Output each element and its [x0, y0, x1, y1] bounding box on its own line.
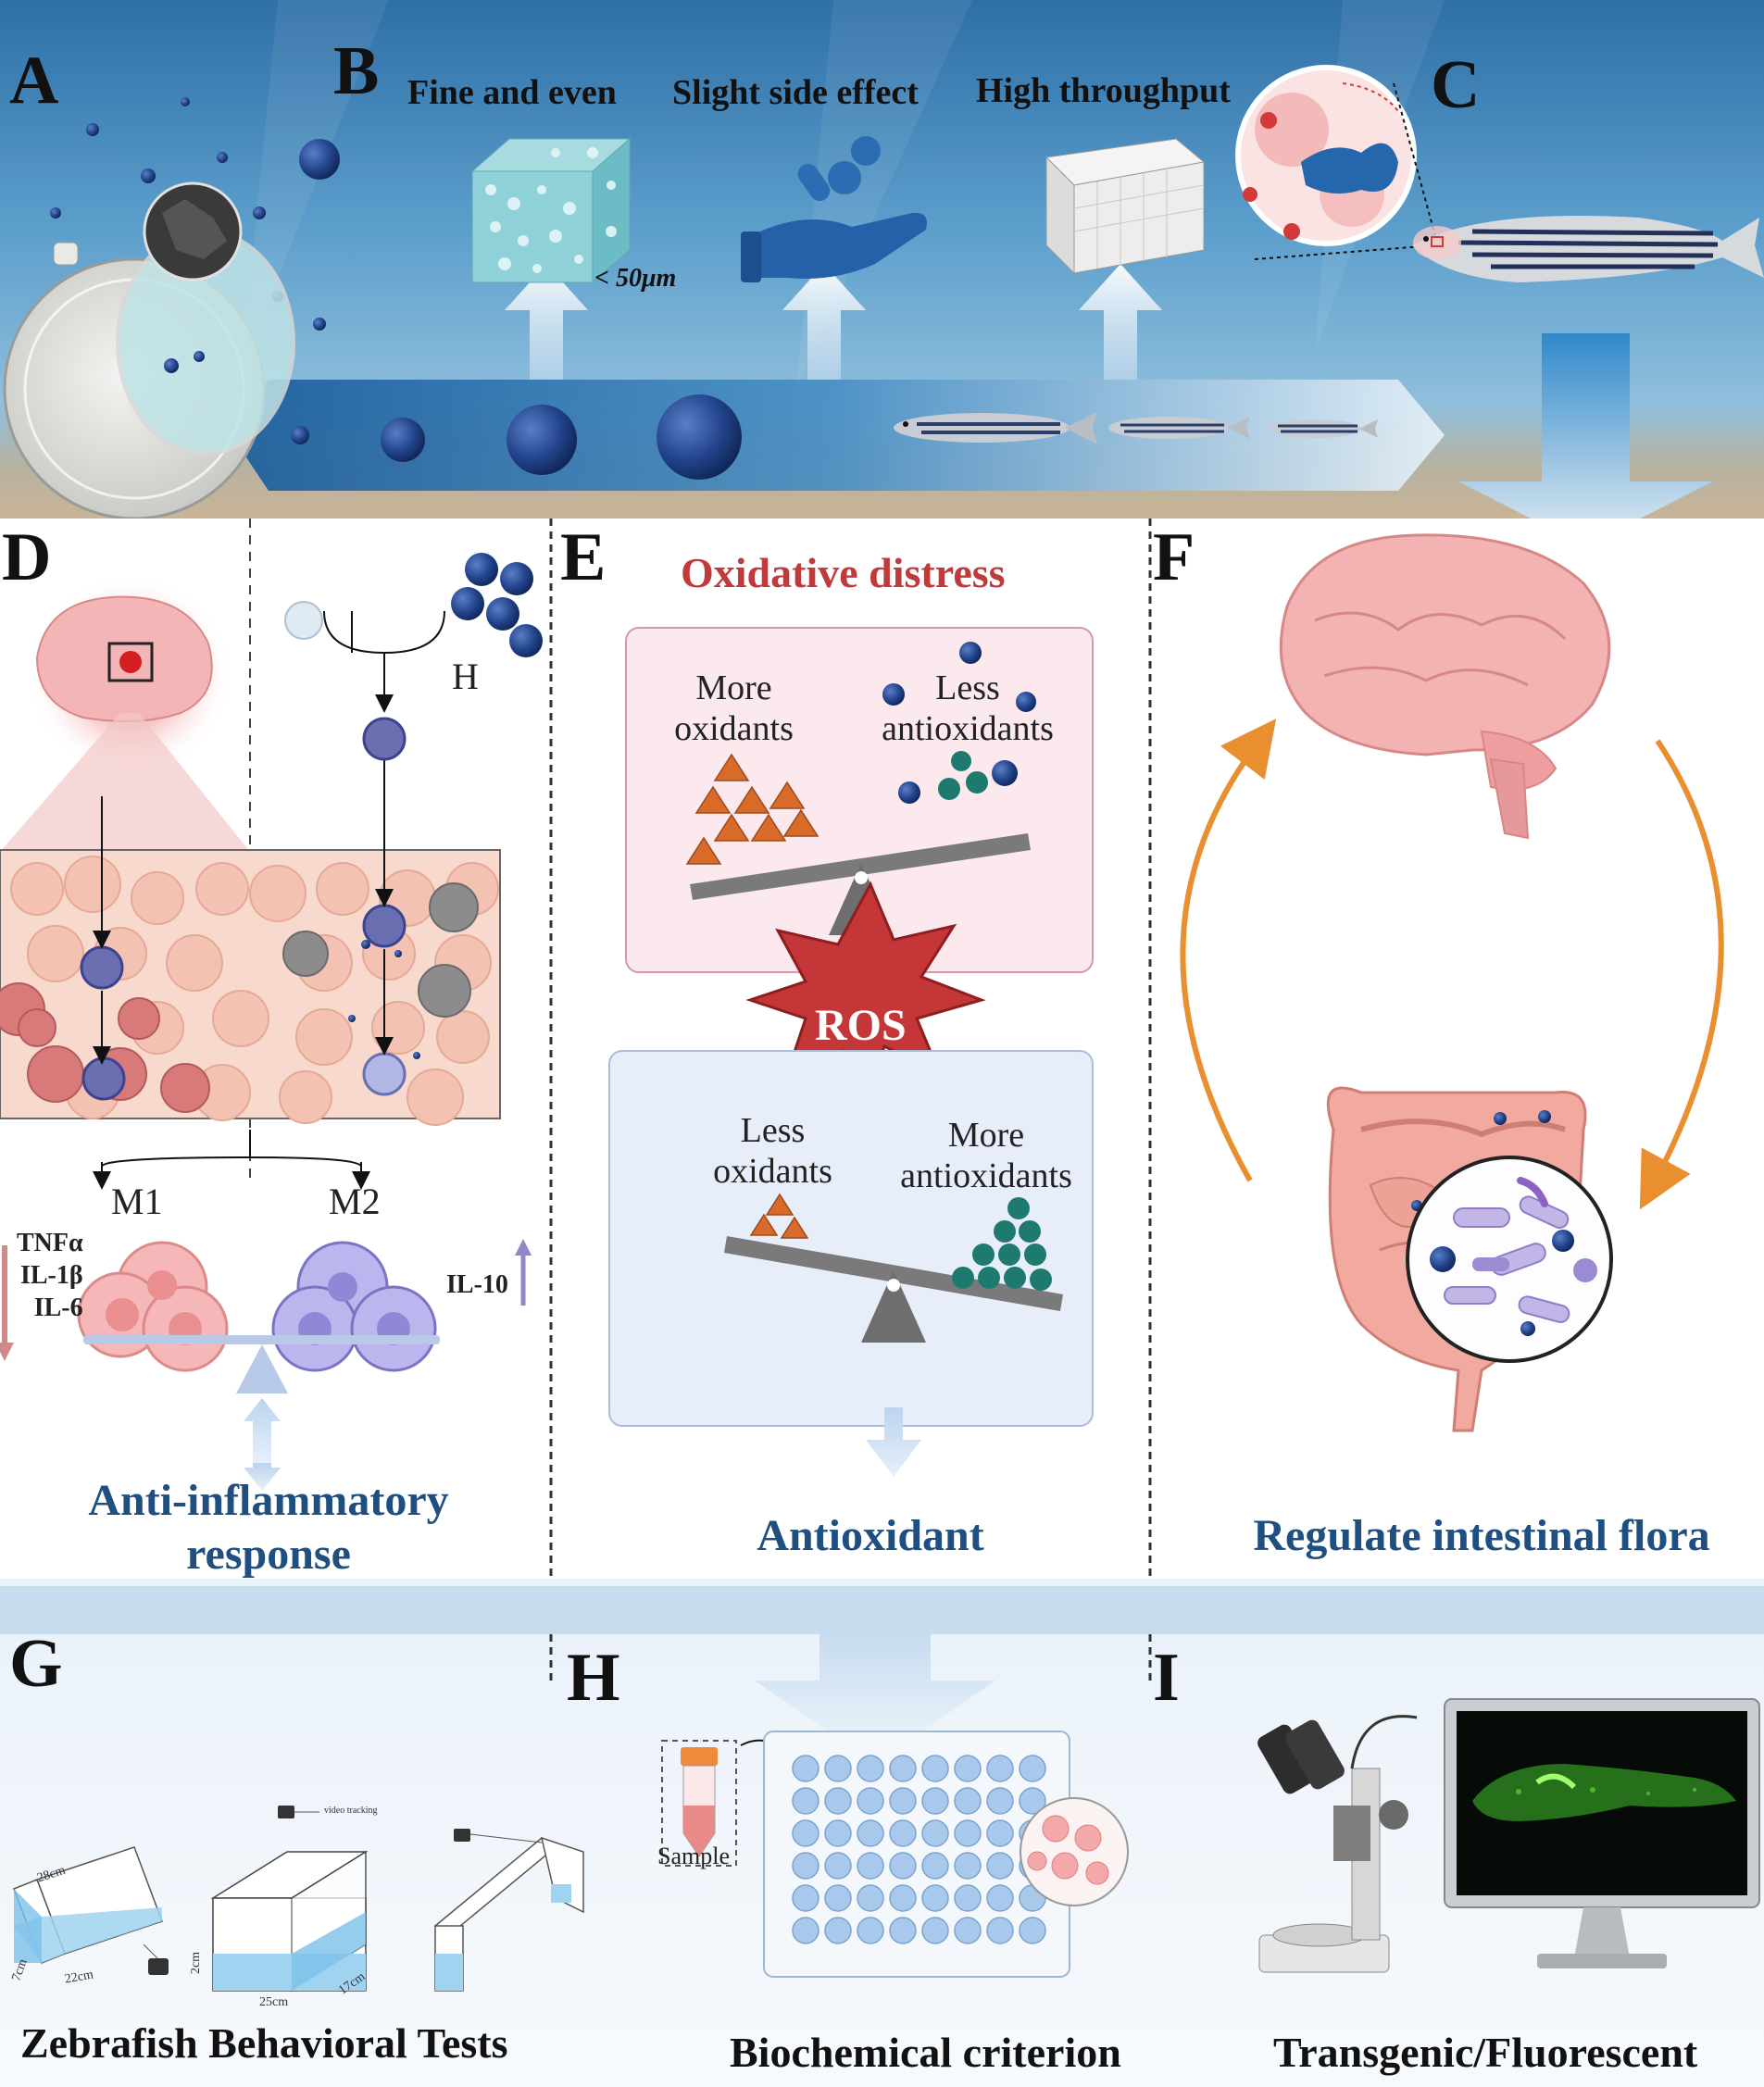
biochemical-criterion-title: Biochemical criterion [730, 2029, 1121, 2076]
top-right-line1: Less [935, 669, 1000, 707]
panel-label-d: D [2, 519, 52, 595]
microscope-icon [1257, 1715, 1418, 1973]
top-right-label: Less antioxidants [857, 669, 1079, 749]
m2-macrophages [271, 1241, 437, 1372]
top-left-line1: More [695, 669, 772, 707]
dim-25cm: 25cm [259, 1995, 289, 2009]
tissue-section [0, 849, 501, 1126]
well-plate-icon [1045, 138, 1206, 275]
bottom-panels [0, 1579, 1764, 2087]
top-left-line2: oxidants [674, 708, 794, 748]
encapsulation-device [3, 181, 295, 519]
panel-label-g: G [9, 1626, 63, 1702]
bottom-left-label: Less oxidants [696, 1111, 849, 1192]
bottom-right-line2: antioxidants [900, 1156, 1072, 1195]
panel-label-b: B [333, 33, 380, 109]
sample-label: Sample [657, 1843, 730, 1869]
cytokine-il1b: IL-1β [19, 1261, 83, 1290]
video-tracking-label: video tracking [324, 1806, 378, 1816]
top-left-label: More oxidants [657, 669, 810, 749]
cytokine-tnfa: TNFα [17, 1229, 83, 1257]
floating-beads [50, 97, 742, 480]
size-note: < 50μm [594, 264, 677, 293]
transgenic-fluorescent-title: Transgenic/Fluorescent [1273, 2029, 1698, 2076]
h-label: H [452, 656, 479, 697]
anti-inflammatory-line1: Anti-inflammatory [88, 1476, 449, 1525]
feature-fine-even: Fine and even [407, 73, 617, 112]
m1-macrophages [77, 1241, 229, 1372]
microsphere-cube-icon [470, 137, 632, 284]
panel-label-f: F [1153, 519, 1195, 595]
bottom-left-line2: oxidants [713, 1151, 832, 1191]
inflamed-brain [0, 574, 250, 852]
antioxidant-title: Antioxidant [757, 1511, 984, 1560]
novel-tank-icon [13, 1846, 169, 1975]
t-maze-icon [433, 1829, 584, 1992]
top-strip [0, 0, 1764, 519]
intestinal-flora-title: Regulate intestinal flora [1253, 1511, 1710, 1560]
oxidative-distress-header: Oxidative distress [681, 549, 1006, 596]
oxidative-box-bottom [608, 1050, 1094, 1427]
panel-label-a: A [9, 43, 59, 119]
brain-illustration [1279, 533, 1611, 840]
ros-label: ROS [815, 1001, 907, 1050]
cytokine-il10: IL-10 [446, 1270, 508, 1299]
feature-slight-side-effect: Slight side effect [672, 73, 919, 112]
anti-inflammatory-title: Anti-inflammatory response [37, 1474, 500, 1581]
hand-pill-icon [741, 136, 927, 282]
bottom-right-line1: More [947, 1116, 1025, 1155]
oxidative-box-top [625, 627, 1094, 973]
adult-zebrafish [1412, 216, 1764, 282]
microbiome-circle [1406, 1156, 1613, 1363]
cytokines-down: TNFα IL-1β IL-6 [17, 1227, 83, 1324]
panel-label-i: I [1153, 1640, 1180, 1716]
cytokine-il6: IL-6 [33, 1293, 83, 1322]
bottom-right-label: More antioxidants [875, 1116, 1097, 1196]
light-dark-tank-icon [210, 1806, 369, 1993]
m2-label: M2 [329, 1181, 381, 1222]
feature-high-throughput: High throughput [976, 71, 1231, 110]
middle-panels [0, 519, 1724, 1583]
dim-2cm: 2cm [189, 1951, 204, 1975]
zebrafish-row [894, 412, 1378, 444]
anti-inflammatory-line2: response [186, 1529, 351, 1579]
bottom-left-line1: Less [740, 1111, 806, 1150]
well-plate-96 [763, 1731, 1129, 1978]
tissue-zoom-circle [1235, 65, 1417, 246]
zebrafish-behavioral-title: Zebrafish Behavioral Tests [20, 2019, 508, 2067]
m1-label: M1 [111, 1181, 163, 1222]
panel-label-e: E [560, 519, 607, 595]
panel-label-c: C [1431, 47, 1481, 123]
panel-label-h: H [567, 1640, 620, 1716]
monitor-icon [1444, 1698, 1760, 1968]
top-right-line2: antioxidants [882, 708, 1054, 748]
